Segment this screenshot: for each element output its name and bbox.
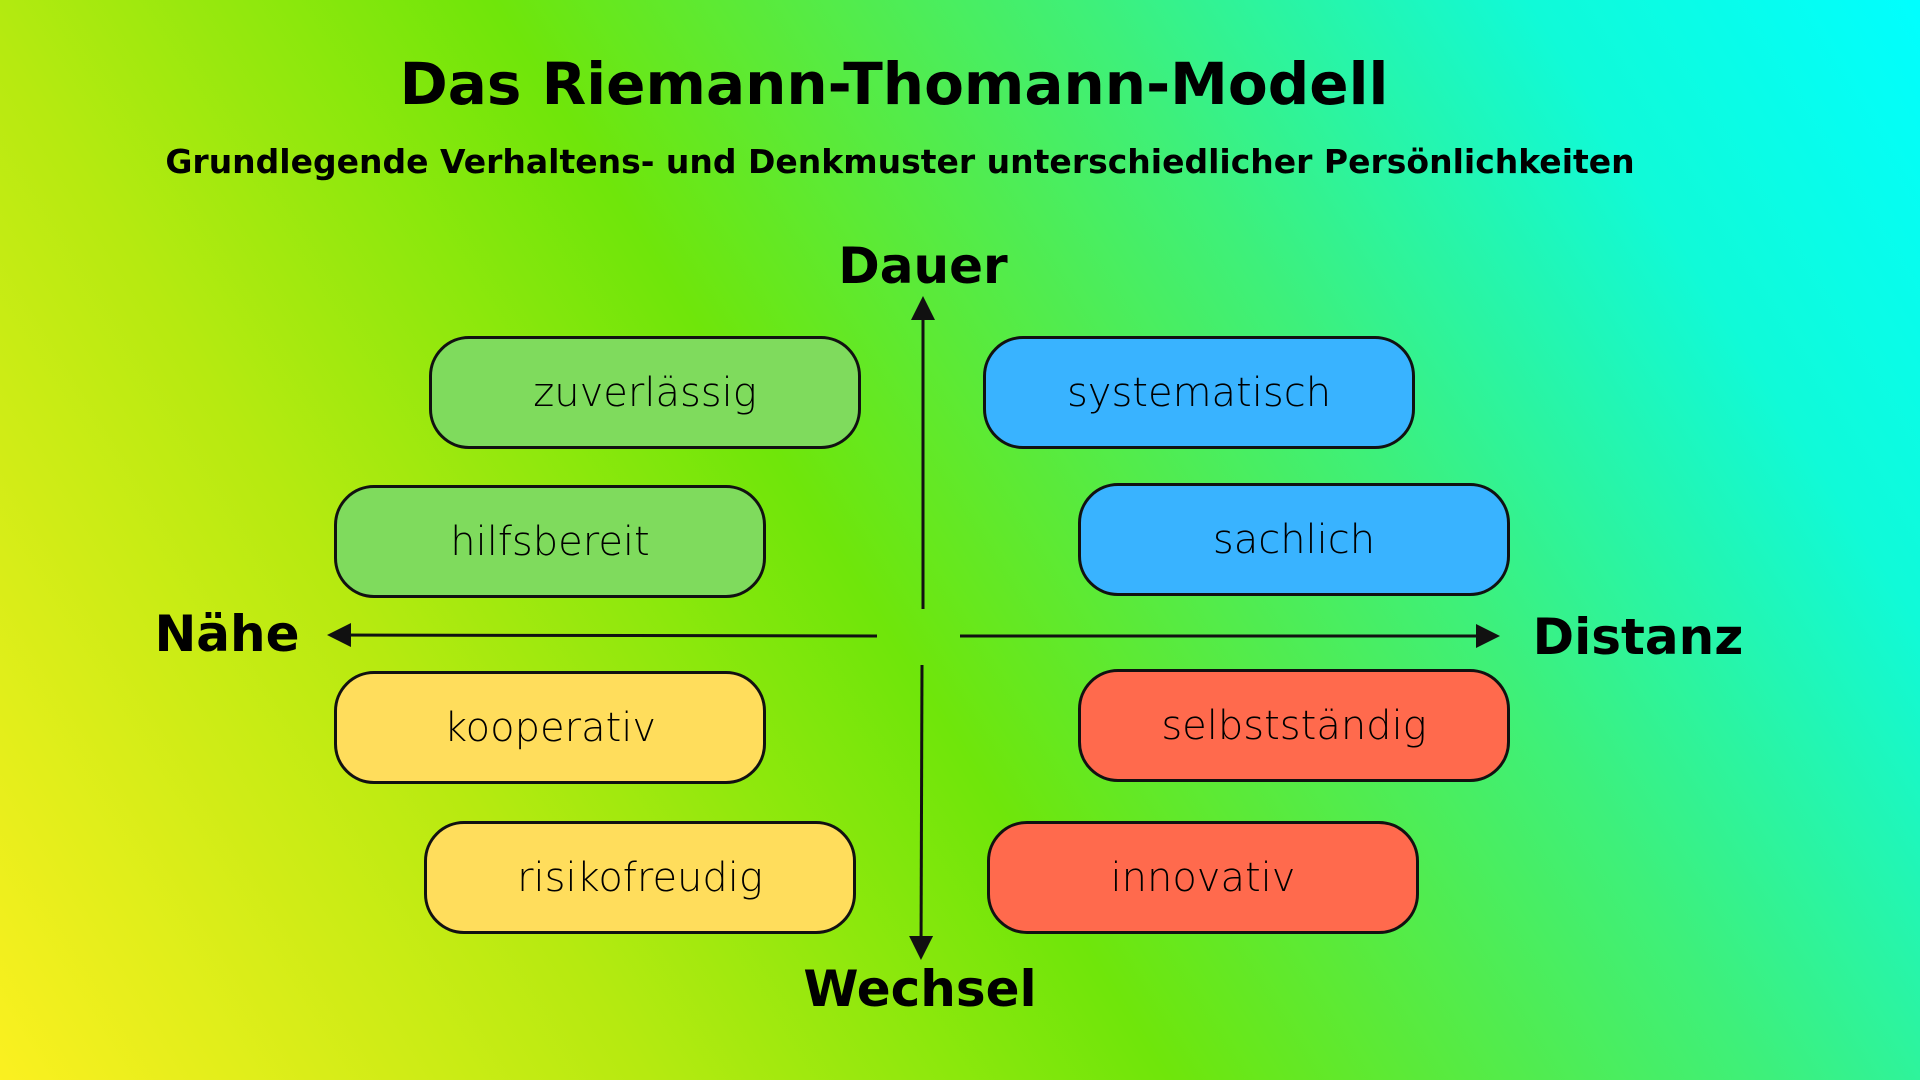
axis-label-distanz: Distanz bbox=[1532, 608, 1744, 666]
subtitle: Grundlegende Verhaltens- und Denkmuster … bbox=[165, 142, 1635, 181]
trait-zuverlaessig: zuverlässig bbox=[429, 336, 861, 449]
axis-label-wechsel: Wechsel bbox=[803, 960, 1037, 1018]
trait-risikofreudig: risikofreudig bbox=[424, 821, 856, 934]
page-title: Das Riemann-Thomann-Modell bbox=[399, 50, 1389, 118]
axis-left-arrow bbox=[327, 623, 878, 648]
trait-innovativ: innovativ bbox=[987, 821, 1419, 934]
trait-selbststaendig: selbstständig bbox=[1078, 669, 1510, 782]
axis-down-arrow bbox=[909, 664, 934, 960]
trait-sachlich: sachlich bbox=[1078, 483, 1510, 596]
trait-hilfsbereit: hilfsbereit bbox=[334, 485, 766, 598]
axis-label-naehe: Nähe bbox=[154, 605, 300, 663]
trait-systematisch: systematisch bbox=[983, 336, 1415, 449]
trait-kooperativ: kooperativ bbox=[334, 671, 766, 784]
axis-label-dauer: Dauer bbox=[838, 237, 1008, 295]
